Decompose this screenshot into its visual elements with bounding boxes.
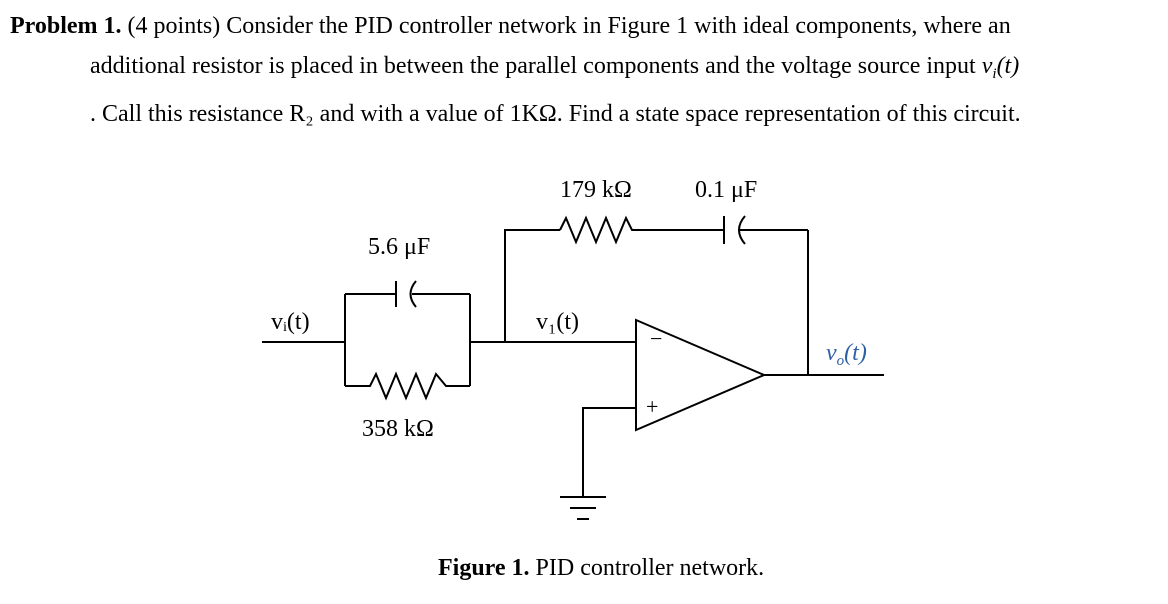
node-voltage-label: v₁(t)	[536, 309, 580, 335]
opamp-plus-label: +	[646, 394, 659, 419]
figure-caption-text: PID controller network.	[535, 555, 765, 581]
problem-statement: Problem 1. (4 points) Consider the PID c…	[10, 6, 1160, 134]
input-capacitor-label: 5.6 μF	[368, 234, 431, 260]
ground-wire	[582, 407, 636, 497]
input-symbol-v: v	[981, 53, 993, 79]
problem-line-1-text: (4 points) Consider the PID controller n…	[127, 13, 1011, 39]
input-capacitor-plate-right	[409, 280, 417, 308]
input-resistor	[345, 371, 470, 401]
opamp-minus-label: −	[650, 326, 663, 351]
feedback-resistor-label: 179 kΩ	[560, 177, 632, 203]
problem-line-1: Problem 1. (4 points) Consider the PID c…	[10, 6, 1160, 46]
output-voltage-arg: (t)	[844, 340, 867, 366]
output-voltage-v: v	[826, 340, 837, 366]
problem-line-2: additional resistor is placed in between…	[10, 46, 1160, 94]
input-resistor-label: 358 kΩ	[362, 416, 434, 442]
feedback-left-wire	[504, 229, 560, 342]
feedback-capacitor-plate-right	[738, 215, 746, 245]
input-symbol-arg: (t)	[996, 53, 1020, 79]
problem-line-3: . Call this resistance R₂ and with a val…	[90, 101, 1021, 127]
figure-caption: Figure 1. PID controller network.	[438, 555, 764, 582]
problem-heading: Problem 1.	[10, 13, 122, 39]
opamp-triangle	[635, 318, 767, 432]
feedback-resistor	[559, 215, 716, 245]
ground-symbol	[560, 496, 606, 520]
feedback-capacitor-label: 0.1 μF	[695, 177, 758, 203]
problem-line-2-text: additional resistor is placed in between…	[90, 53, 976, 79]
output-voltage-label: vo(t)	[826, 340, 867, 370]
output-voltage-sub: o	[836, 353, 845, 369]
input-symbol-sub: i	[992, 66, 997, 82]
input-voltage-label: vᵢ(t)	[271, 309, 310, 335]
input-symbol: vi(t)	[981, 53, 1020, 82]
figure-caption-bold: Figure 1.	[438, 555, 530, 581]
